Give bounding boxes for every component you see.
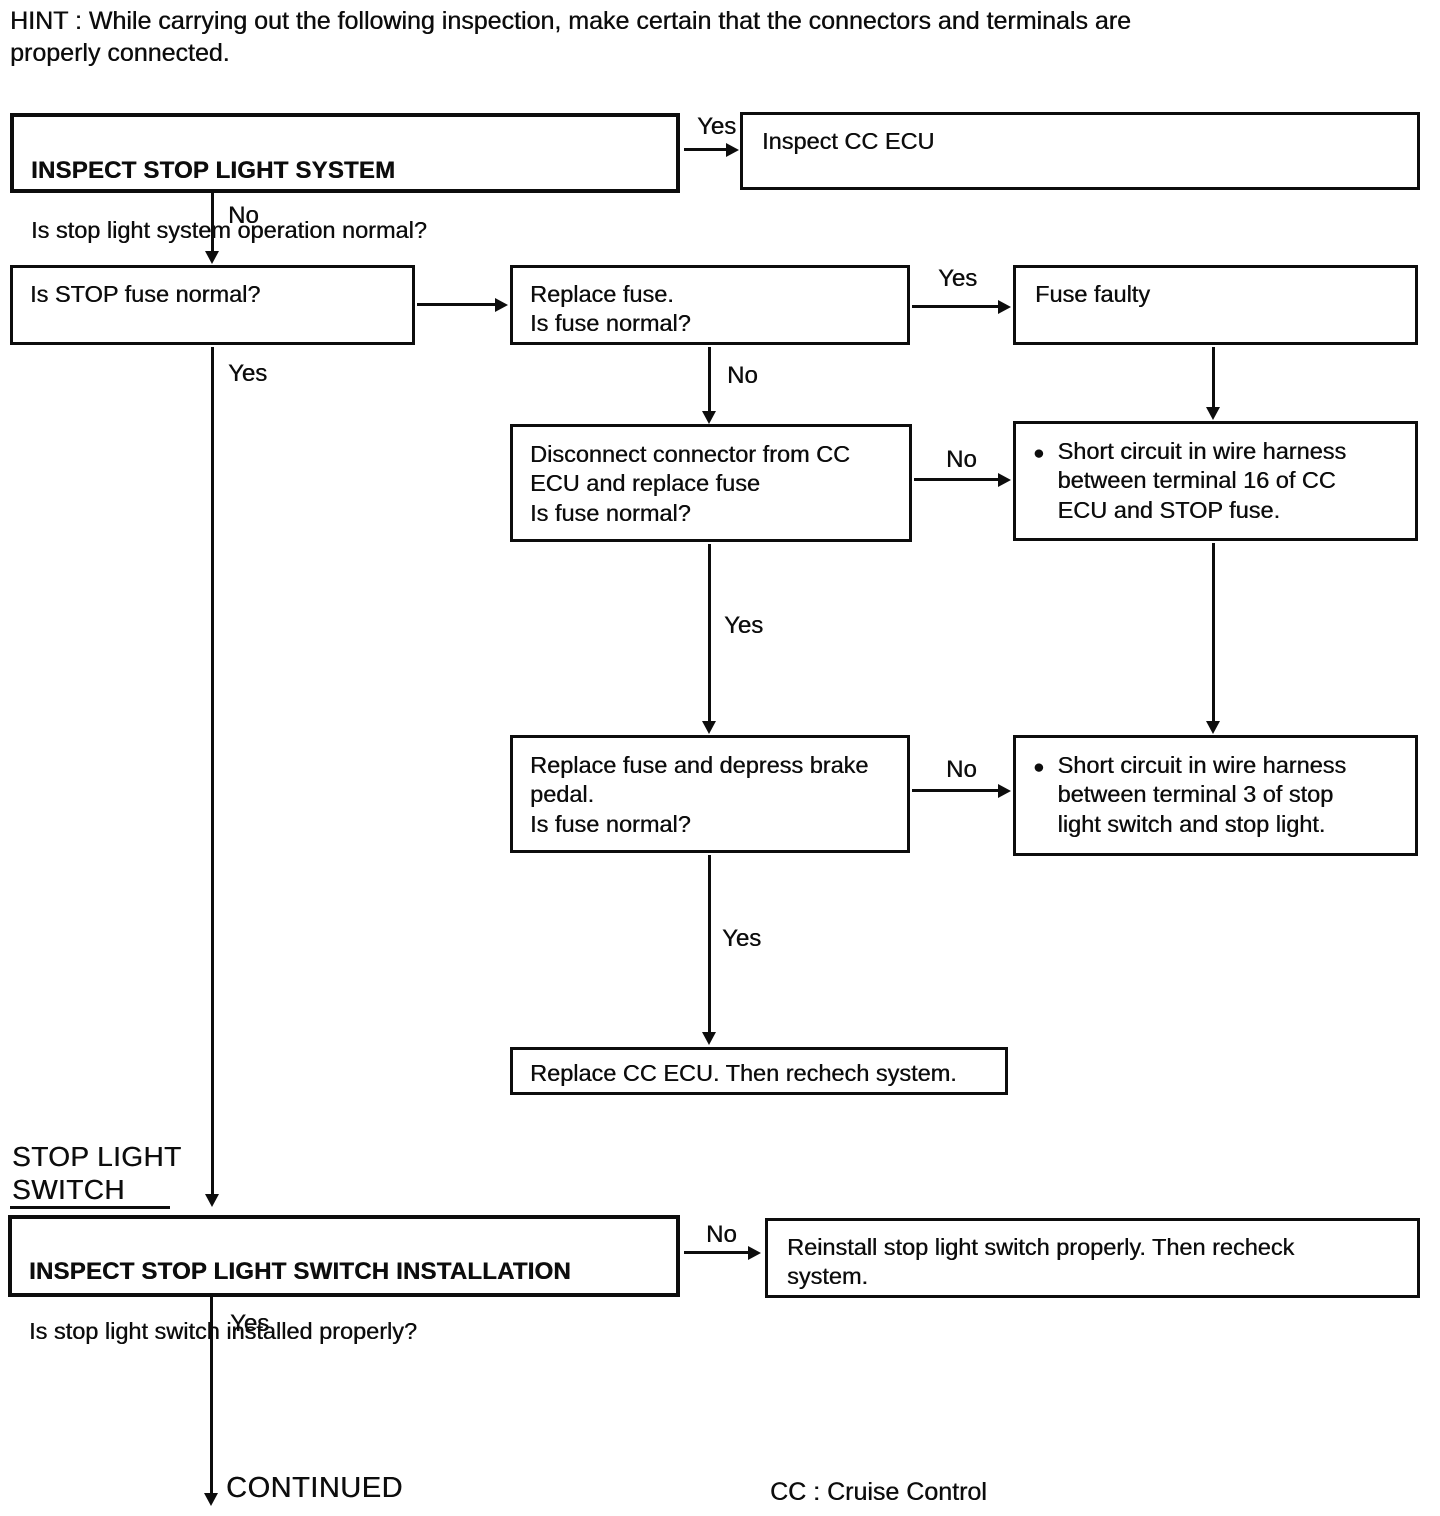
flow-box-question: Is stop light system operation normal? — [31, 216, 427, 243]
edge-label-no: No — [727, 362, 758, 389]
edge-label-no: No — [946, 446, 977, 473]
flow-box-inspect-cc-ecu: Inspect CC ECU — [740, 112, 1420, 190]
arrow-down-icon — [702, 1032, 716, 1045]
cc-legend-text: CC : Cruise Control — [770, 1478, 987, 1506]
connector-line — [211, 193, 214, 253]
flow-box-inspect-stop-light-switch-installation: INSPECT STOP LIGHT SWITCH INSTALLATION I… — [8, 1215, 680, 1344]
connector-line — [914, 478, 1000, 481]
flow-box-short-circuit-terminal-16: ● Short circuit in wire harness between … — [1013, 421, 1418, 541]
continued-text: CONTINUED — [226, 1472, 403, 1504]
arrow-right-icon — [998, 784, 1011, 798]
connector-line — [912, 305, 1000, 308]
connector-line — [1212, 543, 1215, 723]
connector-line — [1212, 347, 1215, 409]
edge-label-yes: Yes — [697, 113, 737, 140]
edge-label-yes: Yes — [722, 925, 762, 952]
heading-underline — [10, 1206, 170, 1209]
arrow-down-icon — [702, 721, 716, 734]
connector-line — [912, 789, 1000, 792]
flow-box-replace-fuse: Replace fuse. Is fuse normal? — [510, 265, 910, 345]
flow-box-title: INSPECT STOP LIGHT SYSTEM — [31, 157, 396, 185]
arrow-down-icon — [1206, 407, 1220, 420]
flow-box-replace-fuse-depress-brake: Replace fuse and depress brake pedal. Is… — [510, 735, 910, 853]
flow-box-reinstall-stop-light-switch: Reinstall stop light switch properly. Th… — [765, 1218, 1420, 1298]
arrow-right-icon — [748, 1246, 761, 1260]
arrow-down-icon — [702, 411, 716, 424]
bullet-icon: ● — [1033, 443, 1045, 464]
flow-box-is-stop-fuse-normal: Is STOP fuse normal? — [10, 265, 415, 345]
flow-box-fuse-faulty: Fuse faulty — [1013, 265, 1418, 345]
edge-label-no: No — [946, 756, 977, 783]
edge-label-yes: Yes — [228, 360, 268, 387]
connector-line — [417, 303, 497, 306]
arrow-right-icon — [495, 298, 508, 312]
edge-label-no: No — [706, 1221, 737, 1248]
arrow-down-icon — [1206, 721, 1220, 734]
arrow-right-icon — [998, 300, 1011, 314]
flow-box-question: Is stop light switch installed properly? — [29, 1317, 417, 1344]
flow-box-replace-cc-ecu: Replace CC ECU. Then rechech system. — [510, 1047, 1008, 1095]
connector-line — [210, 1297, 213, 1495]
edge-label-yes: Yes — [230, 1310, 270, 1337]
edge-label-yes: Yes — [938, 265, 978, 292]
connector-line — [684, 1251, 750, 1254]
arrow-down-icon — [205, 251, 219, 264]
arrow-down-icon — [205, 1194, 219, 1207]
edge-label-yes: Yes — [724, 612, 764, 639]
flow-box-short-circuit-terminal-3: ● Short circuit in wire harness between … — [1013, 735, 1418, 856]
arrow-right-icon — [726, 143, 739, 157]
connector-line — [708, 544, 711, 724]
connector-line — [708, 347, 711, 413]
connector-line — [708, 855, 711, 1034]
bullet-icon: ● — [1033, 757, 1045, 778]
flow-box-text: Short circuit in wire harness between te… — [1057, 752, 1347, 837]
flow-box-title: INSPECT STOP LIGHT SWITCH INSTALLATION — [29, 1258, 571, 1286]
connector-line — [684, 148, 730, 151]
flow-box-disconnect-connector: Disconnect connector from CC ECU and rep… — [510, 424, 912, 542]
connector-line — [211, 347, 214, 1196]
arrow-right-icon — [998, 473, 1011, 487]
edge-label-no: No — [228, 202, 259, 229]
flow-box-inspect-stop-light-system: INSPECT STOP LIGHT SYSTEM Is stop light … — [10, 113, 680, 243]
flow-box-text: Short circuit in wire harness between te… — [1057, 438, 1347, 523]
arrow-down-icon — [204, 1493, 218, 1506]
hint-text: HINT : While carrying out the following … — [10, 7, 1131, 67]
section-heading-stop-light-switch: STOP LIGHT SWITCH — [12, 1141, 182, 1206]
